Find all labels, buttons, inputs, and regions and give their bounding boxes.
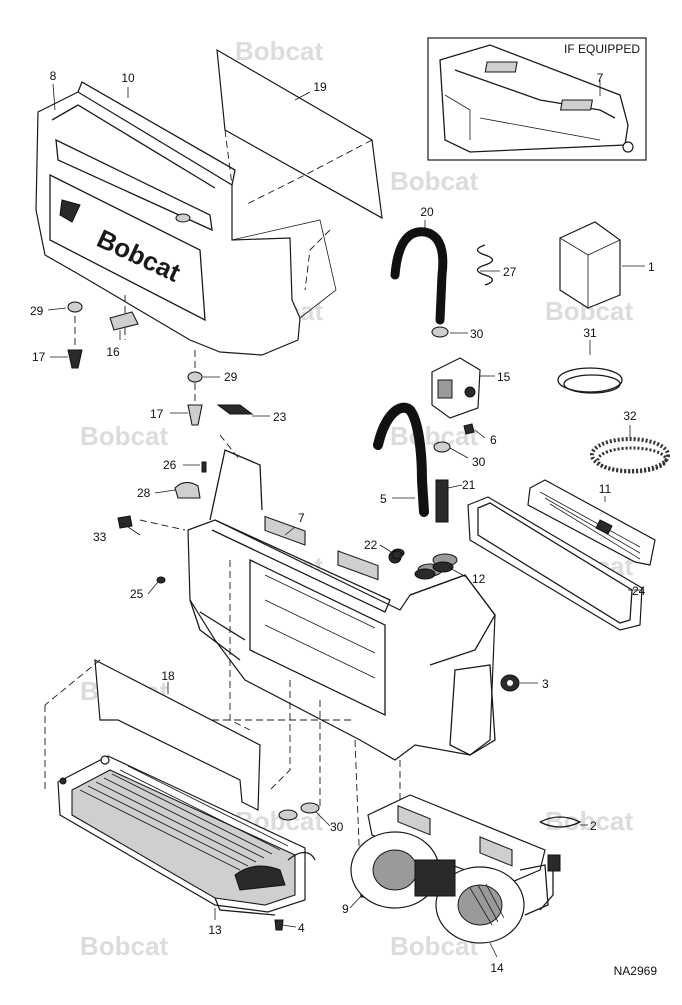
part-13-heater-core xyxy=(57,755,316,916)
label-30c: 30 xyxy=(330,820,344,834)
label-17b: 17 xyxy=(150,407,164,421)
part-20-hose xyxy=(390,227,448,325)
label-16: 16 xyxy=(106,345,120,359)
watermark-logo: Bobcat xyxy=(545,806,633,836)
part-1-box xyxy=(559,221,621,309)
part-2-clip xyxy=(539,816,582,828)
drawing-id: NA2969 xyxy=(614,964,658,978)
part-11-vent xyxy=(527,479,656,566)
part-19-rear-panel xyxy=(216,48,383,220)
label-9: 9 xyxy=(342,902,349,916)
part-7-housing xyxy=(187,449,496,761)
label-29a: 29 xyxy=(30,304,44,318)
watermark-logo: Bobcat xyxy=(235,36,323,66)
label-4: 4 xyxy=(298,921,305,935)
part-14-blower xyxy=(350,794,561,944)
label-27: 27 xyxy=(503,265,517,279)
label-18: 18 xyxy=(161,669,175,683)
part-callouts: 8 10 19 20 1 27 29 30 31 16 17 29 15 17 … xyxy=(30,69,657,978)
label-21: 21 xyxy=(462,478,476,492)
label-26: 26 xyxy=(163,458,177,472)
part-12-grommet xyxy=(391,550,454,580)
label-12: 12 xyxy=(472,572,486,586)
label-13: 13 xyxy=(208,923,222,937)
label-33: 33 xyxy=(93,530,107,544)
part-10-upper-panel: Bobcat xyxy=(35,81,337,356)
part-31-coil xyxy=(557,367,623,394)
label-7: 7 xyxy=(298,511,305,525)
label-24: 24 xyxy=(632,584,646,598)
watermark-logo: Bobcat xyxy=(80,931,168,961)
assembly-lines-lower xyxy=(44,519,401,901)
label-11: 11 xyxy=(599,482,612,496)
part-21-tube xyxy=(435,479,449,523)
label-20: 20 xyxy=(420,205,434,219)
label-29b: 29 xyxy=(224,370,238,384)
label-32: 32 xyxy=(623,409,637,423)
part-32-coil xyxy=(590,437,670,474)
label-2: 2 xyxy=(590,819,597,833)
label-6: 6 xyxy=(490,433,497,447)
label-22: 22 xyxy=(364,538,378,552)
label-14: 14 xyxy=(490,961,504,975)
label-30b: 30 xyxy=(472,455,486,469)
part-24-frame xyxy=(467,496,643,631)
label-10: 10 xyxy=(121,71,135,85)
label-8: 8 xyxy=(50,69,57,83)
label-5: 5 xyxy=(380,492,387,506)
part-18-filter-panel xyxy=(94,658,261,811)
fasteners-left xyxy=(67,301,203,426)
part-15-valve xyxy=(431,326,481,453)
part-23-pad xyxy=(216,404,254,415)
label-28: 28 xyxy=(137,486,151,500)
label-30a: 30 xyxy=(470,327,484,341)
part-27-spring xyxy=(476,244,494,286)
part-5-hose xyxy=(373,402,429,517)
label-3: 3 xyxy=(542,677,549,691)
part-3-grommet xyxy=(500,674,520,692)
label-7-inset: 7 xyxy=(597,71,604,85)
inset-if-equipped: IF EQUIPPED 7 xyxy=(427,37,647,161)
label-1: 1 xyxy=(648,260,655,274)
watermark-logo: Bobcat xyxy=(80,421,168,451)
leader-lines xyxy=(47,83,645,958)
inset-title: IF EQUIPPED xyxy=(564,42,640,56)
label-25: 25 xyxy=(130,587,144,601)
label-31: 31 xyxy=(583,326,597,340)
label-23: 23 xyxy=(273,410,287,424)
watermark-logo: Bobcat xyxy=(390,166,478,196)
label-17a: 17 xyxy=(32,350,46,364)
label-19: 19 xyxy=(313,80,327,94)
label-15: 15 xyxy=(497,370,511,384)
